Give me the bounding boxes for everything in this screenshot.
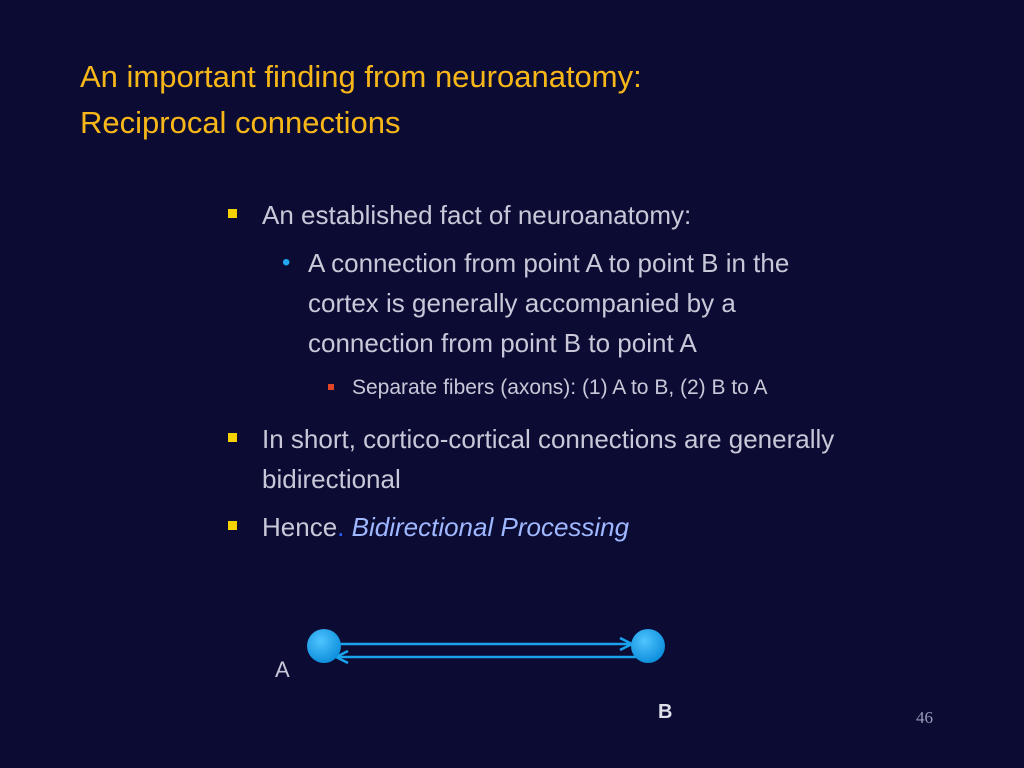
slide-title: An important finding from neuroanatomy: … xyxy=(80,54,642,146)
node-b xyxy=(631,629,665,663)
page-number: 46 xyxy=(916,708,933,727)
sub-bullet-connection: • A connection from point A to point B i… xyxy=(226,243,866,363)
square-bullet-icon xyxy=(228,433,237,442)
sub-sub-bullet-fibers: Separate fibers (axons): (1) A to B, (2)… xyxy=(226,371,866,405)
bullet-list: An established fact of neuroanatomy: • A… xyxy=(226,195,866,555)
square-bullet-icon xyxy=(228,209,237,218)
bullet-hence-separator: . xyxy=(337,512,345,542)
node-b-label: B xyxy=(658,701,673,723)
square-bullet-icon xyxy=(228,521,237,530)
bullet-in-short: In short, cortico-cortical connections a… xyxy=(226,419,866,499)
bullet-hence-prefix: Hence xyxy=(262,512,338,542)
bullet-text: In short, cortico-cortical connections a… xyxy=(262,424,835,494)
node-a xyxy=(307,629,341,663)
slide-title-line1: An important finding from neuroanatomy: xyxy=(80,59,642,94)
bullet-established-fact: An established fact of neuroanatomy: xyxy=(226,195,866,235)
sub-bullet-text: A connection from point A to point B in … xyxy=(308,248,790,358)
bullet-hence: Hence. Bidirectional Processing xyxy=(226,507,866,547)
bidirectional-processing-term: Bidirectional Processing xyxy=(351,512,630,542)
round-bullet-icon: • xyxy=(282,249,291,276)
node-a-label: A xyxy=(275,657,290,682)
small-square-bullet-icon xyxy=(328,384,334,390)
bullet-text: An established fact of neuroanatomy: xyxy=(262,200,692,230)
sub-sub-bullet-text: Separate fibers (axons): (1) A to B, (2)… xyxy=(352,376,768,399)
slide-title-line2: Reciprocal connections xyxy=(80,105,401,140)
